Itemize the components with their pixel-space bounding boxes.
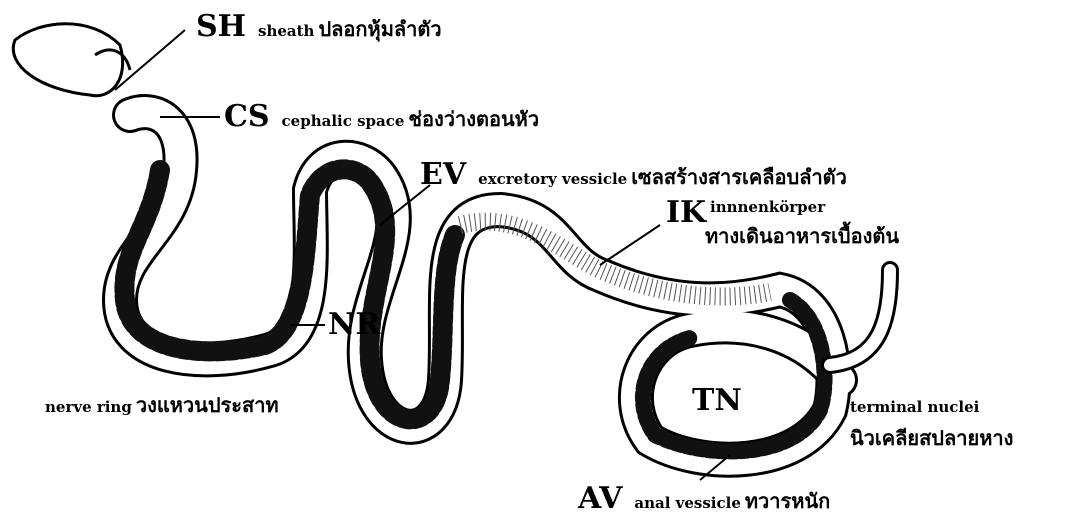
label-nr-code: NR <box>328 310 380 340</box>
label-av-thai: ทวารหนัก <box>745 489 830 513</box>
label-av-name: anal vessicle <box>634 494 741 512</box>
label-sh: SH sheath ปลอกหุ้มลำตัว <box>196 12 442 42</box>
label-nr: nerve ring วงแหวนประสาท <box>45 395 279 416</box>
sheath-outline <box>13 24 122 96</box>
label-av: AV anal vessicle ทวารหนัก <box>578 484 830 514</box>
label-nr-name: nerve ring <box>45 398 132 416</box>
label-ev: EV excretory vessicle เซลสร้างสารเคลือบลำ… <box>420 160 847 190</box>
label-cs-code: CS <box>224 99 270 134</box>
label-ik-name: innnenkörper <box>710 200 825 215</box>
label-ev-code: EV <box>420 157 466 192</box>
label-ik: IK <box>666 198 706 228</box>
label-ev-name: excretory vessicle <box>478 170 627 188</box>
label-tn-code: TN <box>692 386 742 416</box>
label-cs-thai: ช่องว่างตอนหัว <box>408 107 539 131</box>
label-tn-thai: นิวเคลียสปลายหาง <box>850 428 1013 448</box>
label-ik-code: IK <box>666 195 706 230</box>
label-sh-thai: ปลอกหุ้มลำตัว <box>318 17 441 41</box>
label-nr-thai: วงแหวนประสาท <box>136 393 279 417</box>
leader-ik <box>600 225 660 265</box>
label-sh-name: sheath <box>258 22 314 40</box>
label-sh-code: SH <box>196 9 246 44</box>
label-av-code: AV <box>578 481 622 516</box>
label-tn-name: terminal nuclei <box>850 400 979 415</box>
label-ik-thai: ทางเดินอาหารเบื้องต้น <box>705 226 899 246</box>
label-cs-name: cephalic space <box>282 112 405 130</box>
label-ev-thai: เซลสร้างสารเคลือบลำตัว <box>631 165 847 189</box>
label-cs: CS cephalic space ช่องว่างตอนหัว <box>224 102 539 132</box>
